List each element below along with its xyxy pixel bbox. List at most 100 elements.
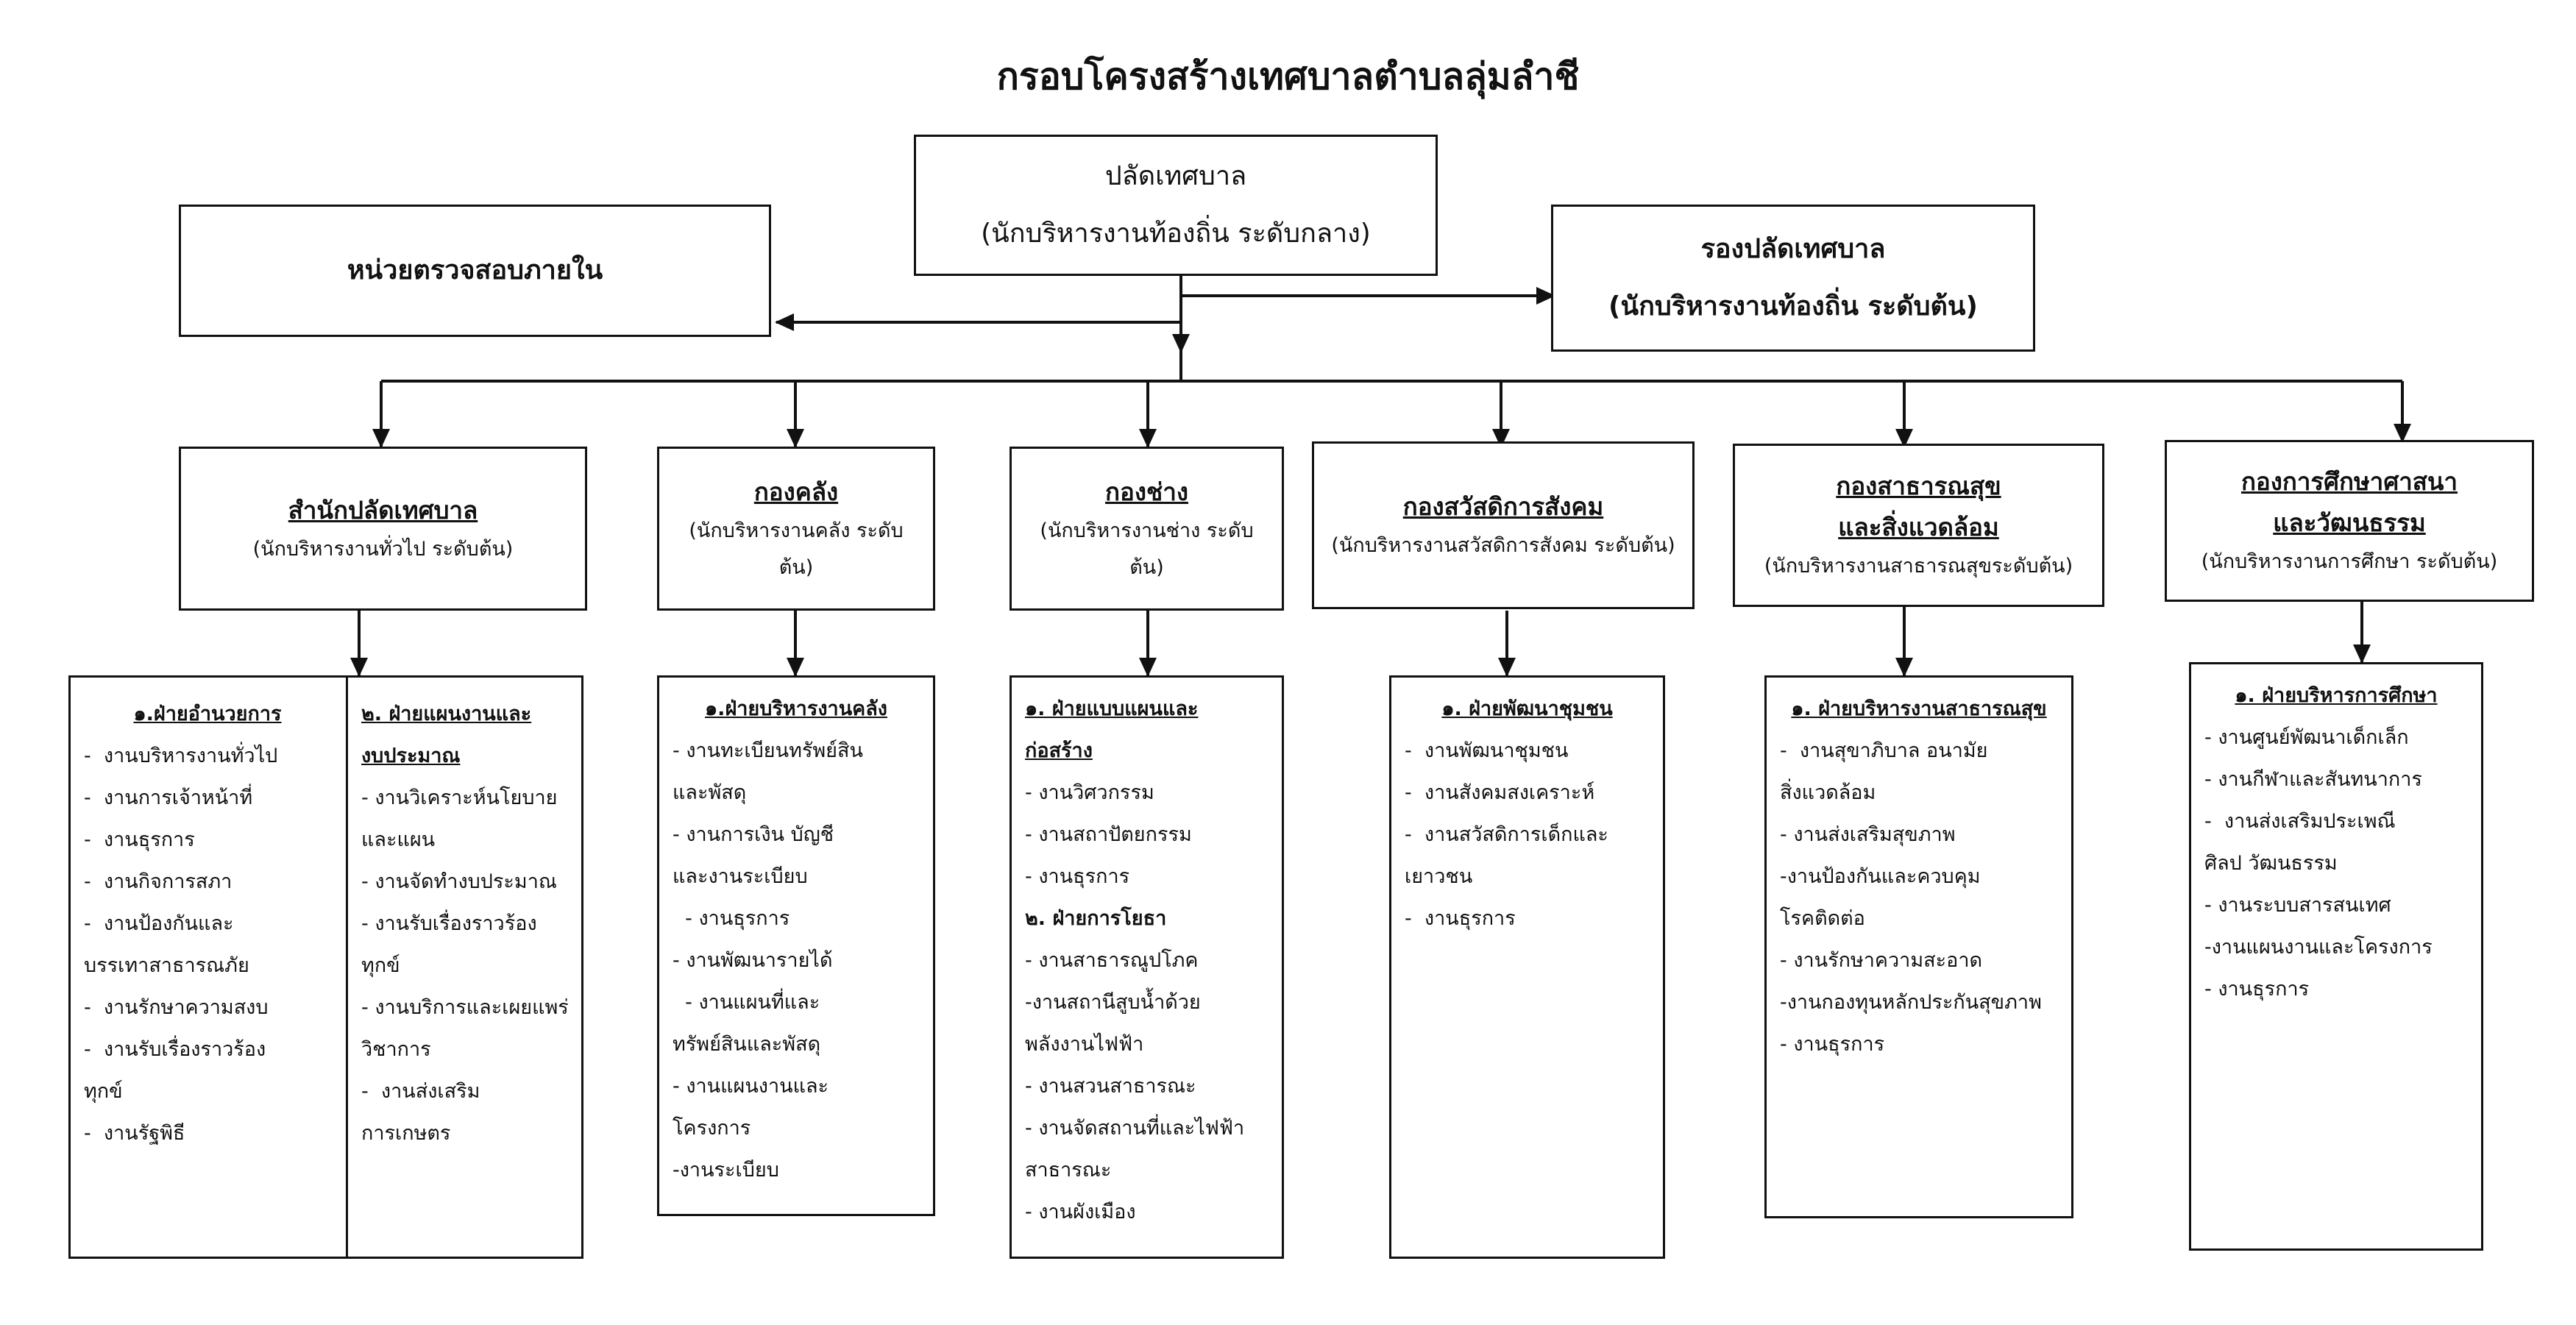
dept-box-finance: กองคลัง (นักบริหารงานคลัง ระดับต้น) <box>657 447 935 611</box>
dept-subtitle: (นักบริหารงานทั่วไป ระดับต้น) <box>252 537 514 561</box>
dept-title-line2: และสิ่งแวดล้อม <box>1838 513 1999 541</box>
unit-heading: ๑. ฝ่ายบริหารงานสาธารณสุข <box>1791 697 2047 720</box>
clerk-box: ปลัดเทศบาล (นักบริหารงานท้องถิ่น ระดับกล… <box>914 135 1438 276</box>
unit-box-public-health: ๑. ฝ่ายบริหารงานสาธารณสุข - งานสุขาภิบาล… <box>1764 675 2073 1218</box>
unit-item: - งานผังเมือง <box>1025 1201 1136 1223</box>
unit-divider <box>346 675 348 1259</box>
unit-item: - งานแผนงานและ <box>673 1075 829 1098</box>
unit-box-engineering: ๑. ฝ่ายแบบแผนและ ก่อสร้าง - งานวิศวกรรม … <box>1010 675 1284 1259</box>
unit-item: ทุกข์ <box>84 1080 123 1103</box>
unit-item: - งานบริการและเผยแพร่ <box>361 996 569 1019</box>
chart-title: กรอบโครงสร้างเทศบาลตำบลลุ่มลำชี <box>996 55 1580 98</box>
unit-item: - งานการเจ้าหน้าที่ <box>84 786 253 809</box>
unit-item: โรคติดต่อ <box>1780 907 1865 930</box>
dept-box-social-welfare: กองสวัสดิการสังคม (นักบริหารงานสวัสดิการ… <box>1312 441 1695 609</box>
unit-item: - งานจัดทำงบประมาณ <box>361 870 557 893</box>
unit-heading-line2: งบประมาณ <box>361 745 461 767</box>
unit-item: และงานระเบียบ <box>673 865 808 888</box>
unit-heading-2: ๒. ฝ่ายการโยธา <box>1025 907 1167 930</box>
unit-item: - งานสถาปัตยกรรม <box>1025 823 1192 846</box>
unit-item: วิชาการ <box>361 1038 431 1061</box>
unit-heading: ๑. ฝ่ายบริหารการศึกษา <box>2235 684 2438 707</box>
unit-box-clerk-office <box>68 675 583 1259</box>
dept-title: กองการศึกษาศาสนา <box>2240 467 2458 496</box>
unit-heading-line2: ก่อสร้าง <box>1025 739 1093 762</box>
dept-title-line2: และวัฒนธรรม <box>2273 508 2426 537</box>
unit-item: - งานสังคมสงเคราะห์ <box>1405 781 1595 804</box>
unit-item: และพัสดุ <box>673 781 747 804</box>
unit-item: - งานกิจการสภา <box>84 870 233 893</box>
unit-heading: ๑.ฝ่ายอำนวยการ <box>133 703 282 725</box>
unit-item: - งานสุขาภิบาล อนามัย <box>1780 739 1988 762</box>
unit-item: -งานระเบียบ <box>673 1159 779 1182</box>
unit-item: - งานรับเรื่องราวร้อง <box>361 912 537 935</box>
unit-item: - งานธุรการ <box>84 828 195 851</box>
dept-subtitle: (นักบริหารงานสาธารณสุขระดับต้น) <box>1764 555 2073 578</box>
deputy-clerk-title: รองปลัดเทศบาล <box>1700 234 1886 264</box>
dept-box-public-health: กองสาธารณสุข และสิ่งแวดล้อม (นักบริหารงา… <box>1733 444 2104 607</box>
unit-box-social-welfare: ๑. ฝ่ายพัฒนาชุมชน - งานพัฒนาชุมชน - งานส… <box>1389 675 1665 1259</box>
unit-item: - งานธุรการ <box>1780 1033 1885 1056</box>
unit-item: - งานส่งเสริมประเพณี <box>2204 810 2396 833</box>
unit-item: บรรเทาสาธารณภัย <box>84 954 249 977</box>
unit-item: - งานธุรการ <box>1405 907 1516 930</box>
unit-item: - งานพัฒนารายได้ <box>673 949 833 972</box>
unit-item: - งานพัฒนาชุมชน <box>1405 739 1569 762</box>
unit-item: และแผน <box>361 828 436 851</box>
unit-item: - งานรักษาความสะอาด <box>1780 949 1983 972</box>
unit-item: - งานธุรการ <box>2204 978 2310 1001</box>
internal-audit-title: หน่วยตรวจสอบภายใน <box>347 255 603 285</box>
dept-box-clerk-office: สำนักปลัดเทศบาล (นักบริหารงานทั่วไป ระดั… <box>179 447 587 611</box>
unit-item: - งานสวัสดิการเด็กและ <box>1405 823 1608 846</box>
unit-box-finance: ๑.ฝ่ายบริหารงานคลัง - งานทะเบียนทรัพย์สิ… <box>657 675 935 1216</box>
deputy-clerk-level: (นักบริหารงานท้องถิ่น ระดับต้น) <box>1608 291 1978 322</box>
unit-item: - งานรับเรื่องราวร้อง <box>84 1038 266 1061</box>
dept-title: กองสวัสดิการสังคม <box>1402 492 1604 521</box>
unit-item: โครงการ <box>673 1117 751 1140</box>
unit-item: ทุกข์ <box>361 954 400 977</box>
unit-item: - งานทะเบียนทรัพย์สิน <box>673 739 863 762</box>
clerk-level: (นักบริหารงานท้องถิ่น ระดับกลาง) <box>981 219 1371 249</box>
unit-item: - งานกีฬาและสันทนาการ <box>2204 768 2422 791</box>
unit-item: - งานวิศวกรรม <box>1025 781 1154 804</box>
unit-item: ทรัพย์สินและพัสดุ <box>673 1033 821 1056</box>
unit-item: - งานธุรการ <box>1025 865 1130 888</box>
unit-item: -งานกองทุนหลักประกันสุขภาพ <box>1780 991 2042 1014</box>
unit-item: - งานระบบสารสนเทศ <box>2204 894 2391 917</box>
unit-item: - งานการเงิน บัญชี <box>673 823 834 846</box>
dept-subtitle: (นักบริหารงานคลัง ระดับต้น) <box>689 519 904 579</box>
unit-item: - งานจัดสถานที่และไฟฟ้า <box>1025 1117 1245 1140</box>
dept-title: สำนักปลัดเทศบาล <box>288 495 478 525</box>
unit-item: - งานบริหารงานทั่วไป <box>84 745 278 767</box>
dept-box-engineering: กองช่าง (นักบริหารงานช่าง ระดับต้น) <box>1010 447 1284 611</box>
internal-audit-box: หน่วยตรวจสอบภายใน <box>179 205 771 337</box>
dept-box-education: กองการศึกษาศาสนา และวัฒนธรรม (นักบริหารง… <box>2165 440 2534 602</box>
deputy-clerk-box: รองปลัดเทศบาล (นักบริหารงานท้องถิ่น ระดั… <box>1551 205 2035 352</box>
unit-item: - งานรัฐพิธี <box>84 1122 185 1145</box>
unit-item: พลังงานไฟฟ้า <box>1025 1033 1144 1056</box>
unit-item: - งานสวนสาธารณะ <box>1025 1075 1196 1098</box>
dept-title: กองสาธารณสุข <box>1836 472 2001 500</box>
unit-item: - งานรักษาความสงบ <box>84 996 269 1019</box>
unit-item: - งานส่งเสริมสุขภาพ <box>1780 823 1956 846</box>
unit-item: - งานธุรการ <box>673 907 790 930</box>
dept-subtitle: (นักบริหารงานช่าง ระดับต้น) <box>1040 519 1254 579</box>
unit-item: สิ่งแวดล้อม <box>1780 781 1876 804</box>
unit-heading: ๑. ฝ่ายแบบแผนและ <box>1025 697 1199 720</box>
unit-list-administration: ๑.ฝ่ายอำนวยการ - งานบริหารงานทั่วไป - งา… <box>71 683 344 1165</box>
unit-box-education: ๑. ฝ่ายบริหารการศึกษา - งานศูนย์พัฒนาเด็… <box>2189 662 2483 1251</box>
unit-item: - งานส่งเสริม <box>361 1080 480 1103</box>
unit-heading: ๑.ฝ่ายบริหารงานคลัง <box>705 697 887 720</box>
unit-item: -งานแผนงานและโครงการ <box>2204 936 2433 959</box>
unit-item: - งานป้องกันและ <box>84 912 234 935</box>
dept-subtitle: (นักบริหารงานการศึกษา ระดับต้น) <box>2201 550 2498 573</box>
unit-heading: ๒. ฝ่ายแผนงานและ <box>361 703 532 725</box>
unit-item: การเกษตร <box>361 1122 451 1145</box>
unit-item: - งานวิเคราะห์นโยบาย <box>361 786 558 809</box>
unit-item: สาธารณะ <box>1025 1159 1112 1182</box>
unit-item: - งานสาธารณูปโภค <box>1025 949 1199 972</box>
unit-item: เยาวชน <box>1405 865 1473 888</box>
dept-title: กองคลัง <box>753 477 839 506</box>
clerk-title: ปลัดเทศบาล <box>1104 161 1247 191</box>
